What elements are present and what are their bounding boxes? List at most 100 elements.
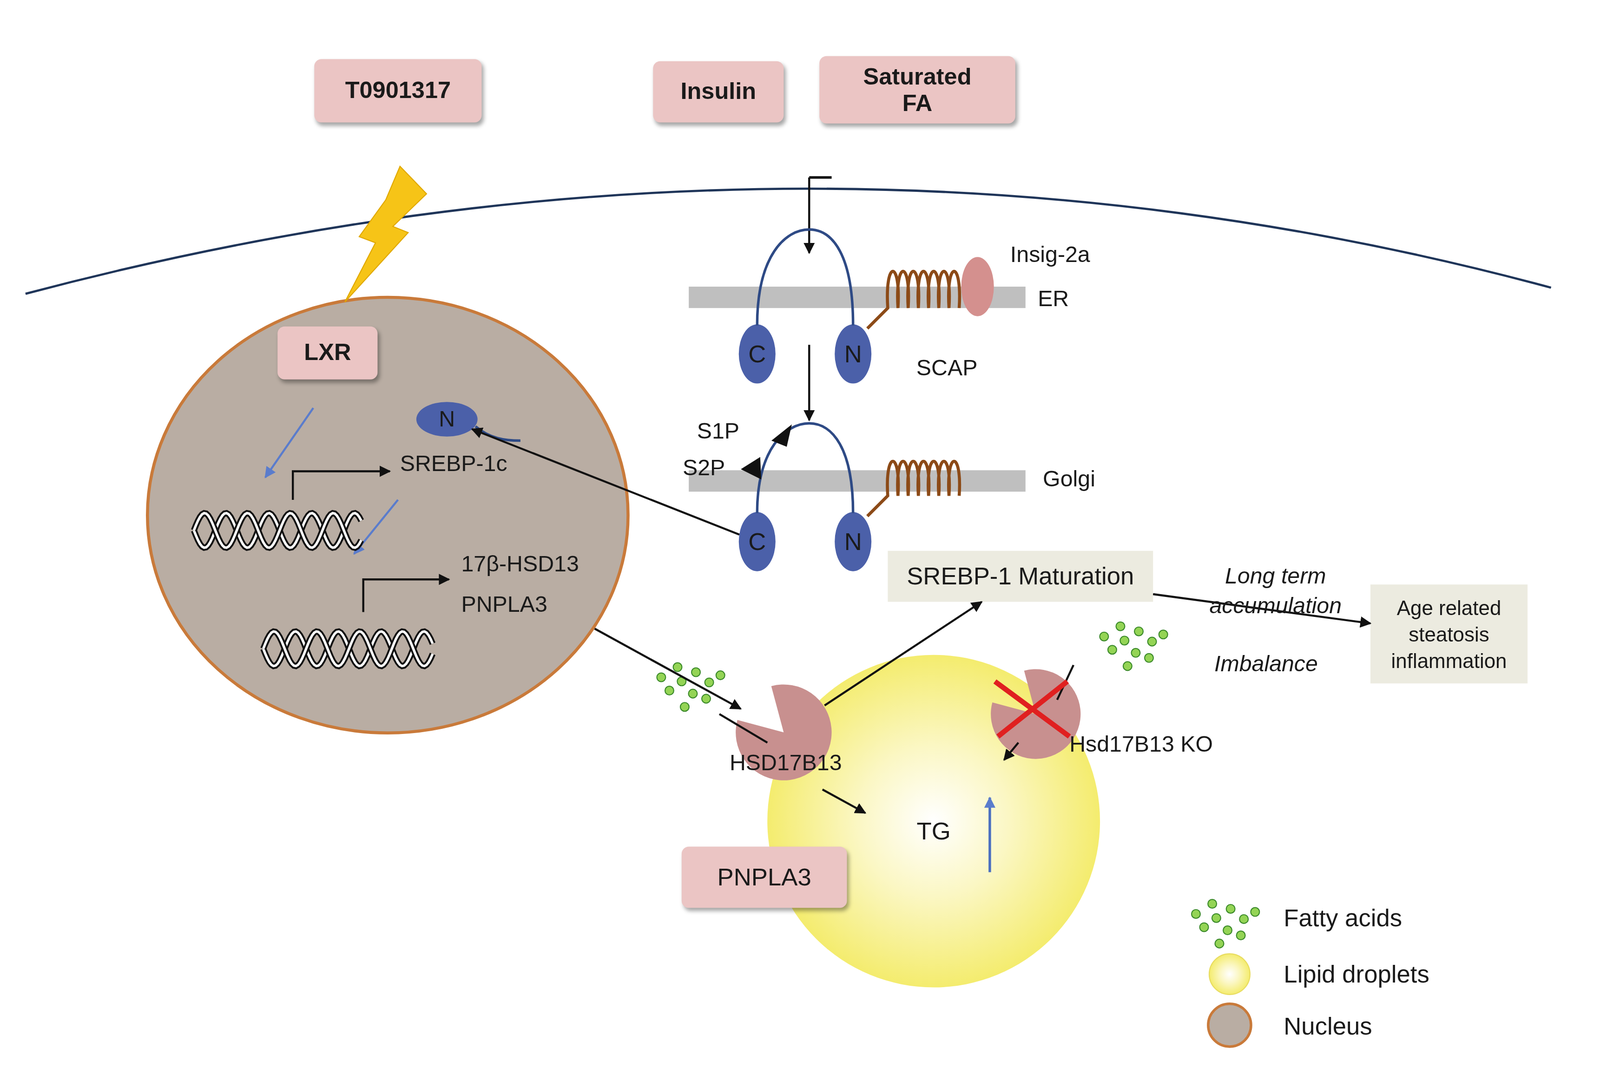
fatty-acid-dot: [1211, 914, 1221, 923]
outcome-box: Age related steatosis inflammation: [1370, 584, 1528, 684]
stimulus-box: Saturated FA: [819, 56, 1016, 124]
transport-arrow: [808, 344, 810, 421]
fatty-acid-dot: [1134, 627, 1144, 637]
node-text: SREBP-1 Maturation: [906, 561, 1134, 592]
process-note: Imbalance: [1214, 650, 1318, 680]
fatty-acid-dot: [1123, 661, 1133, 671]
increase-arrow: [988, 797, 991, 873]
fatty-acid-dot: [1215, 939, 1225, 949]
legend-nucleus: [1208, 1004, 1252, 1047]
fatty-acid-dot: [677, 677, 686, 686]
activation-arrow: [265, 408, 314, 478]
synthesis-arrow: [822, 790, 866, 814]
dna-strand: [193, 513, 362, 548]
oval-fill: [738, 512, 776, 572]
node-text: TG: [892, 817, 975, 847]
fatty-acid-dot: [1236, 931, 1246, 941]
fatty-acid-dot: [716, 671, 725, 680]
transcription-arrow: [363, 579, 449, 613]
node-text: C: [748, 526, 766, 557]
uptake-line: [1057, 665, 1074, 701]
fatty-acid-dot: [1131, 648, 1140, 658]
node-text: N: [438, 405, 455, 433]
legend-text: Fatty acids: [1283, 903, 1403, 933]
dna-strand: [263, 631, 434, 666]
fatty-acid-dot: [1239, 915, 1249, 924]
fatty-acid-dot: [1144, 653, 1154, 663]
node-text: Hsd17B13 KO: [1069, 731, 1213, 759]
transmembrane-coil: [867, 271, 960, 329]
protease-site: [771, 424, 792, 447]
synthesis-arrow: [1004, 743, 1019, 761]
dna-strand: [193, 513, 362, 548]
fatty-acid-dot: [1147, 637, 1157, 647]
domain-oval: C: [738, 324, 776, 384]
legend-text: Nucleus: [1283, 1012, 1372, 1041]
knockout-cross: [997, 681, 1067, 738]
node-text: T0901317: [345, 76, 451, 106]
dna-strand: [263, 631, 434, 666]
enzyme-shape: HSD17B13: [734, 683, 833, 782]
node-text: Age related steatosis inflammation: [1377, 594, 1521, 674]
insig-oval: [961, 256, 994, 317]
node-text: Insulin: [680, 77, 757, 106]
fatty-acid-dot: [1207, 899, 1217, 909]
node-text: 17β-HSD13 PNPLA3: [461, 543, 615, 626]
organelle-label: ER: [1037, 284, 1069, 315]
domain-oval: N: [416, 401, 478, 437]
protease-label: S1P: [697, 417, 740, 447]
uptake-line: [719, 714, 768, 743]
fatty-acid-dot: [704, 678, 714, 688]
knockout-cross: [994, 681, 1070, 738]
fatty-acid-dot: [688, 689, 698, 699]
fatty-acid-dot: [1116, 622, 1126, 632]
inhibit-bar: [809, 176, 832, 179]
arrow-connector: [472, 429, 740, 535]
activation-arrow: [354, 500, 398, 554]
fatty-acid-dot: [1226, 904, 1236, 914]
receptor-box: LXR: [277, 326, 378, 380]
arrow-connector: [1152, 594, 1371, 624]
enzyme-fill: [990, 669, 1081, 759]
fatty-acid-dot: [1107, 645, 1117, 655]
node-text: C: [748, 339, 766, 369]
oval-fill: [834, 324, 872, 384]
arrow-connector: [824, 602, 982, 706]
scap-loop: [757, 229, 853, 326]
fatty-acid-dot: [1119, 636, 1129, 646]
nucleus-fill: [147, 297, 628, 734]
knockout-enzyme: Hsd17B13 KO: [989, 668, 1082, 761]
node-text: N: [844, 339, 863, 369]
dna-strand: [263, 631, 434, 666]
fatty-acid-dot: [1158, 630, 1168, 639]
protease-label: S2P: [682, 454, 725, 484]
stimulus-box: T0901317: [314, 59, 482, 123]
process-box: SREBP-1 Maturation: [887, 551, 1153, 603]
dna-strand: [193, 513, 362, 548]
fatty-acid-dot: [680, 702, 690, 712]
fatty-acid-dot: [1191, 909, 1201, 919]
node-text: LXR: [303, 338, 351, 368]
golgi-membrane: [688, 470, 1026, 492]
protease-site: [740, 457, 762, 480]
transcription-arrow: [292, 471, 390, 500]
node-text: SREBP-1c: [400, 443, 508, 485]
knockout-enzyme-outline: [989, 668, 1082, 761]
lightning-bolt: [344, 166, 427, 303]
dna-strand: [193, 513, 362, 548]
legend-droplet: [1209, 954, 1251, 995]
oval-fill: [834, 512, 872, 572]
process-note: Long term accumulation: [1204, 562, 1347, 621]
organelle-label: Golgi: [1042, 465, 1096, 495]
node-text: Saturated FA: [860, 62, 975, 117]
node-text: HSD17B13: [714, 750, 857, 777]
signal-arrow: [808, 177, 810, 253]
scap-loop: [757, 423, 853, 514]
node-text: N: [844, 526, 863, 557]
domain-oval: N: [834, 512, 872, 572]
domain-oval: N: [834, 324, 872, 384]
